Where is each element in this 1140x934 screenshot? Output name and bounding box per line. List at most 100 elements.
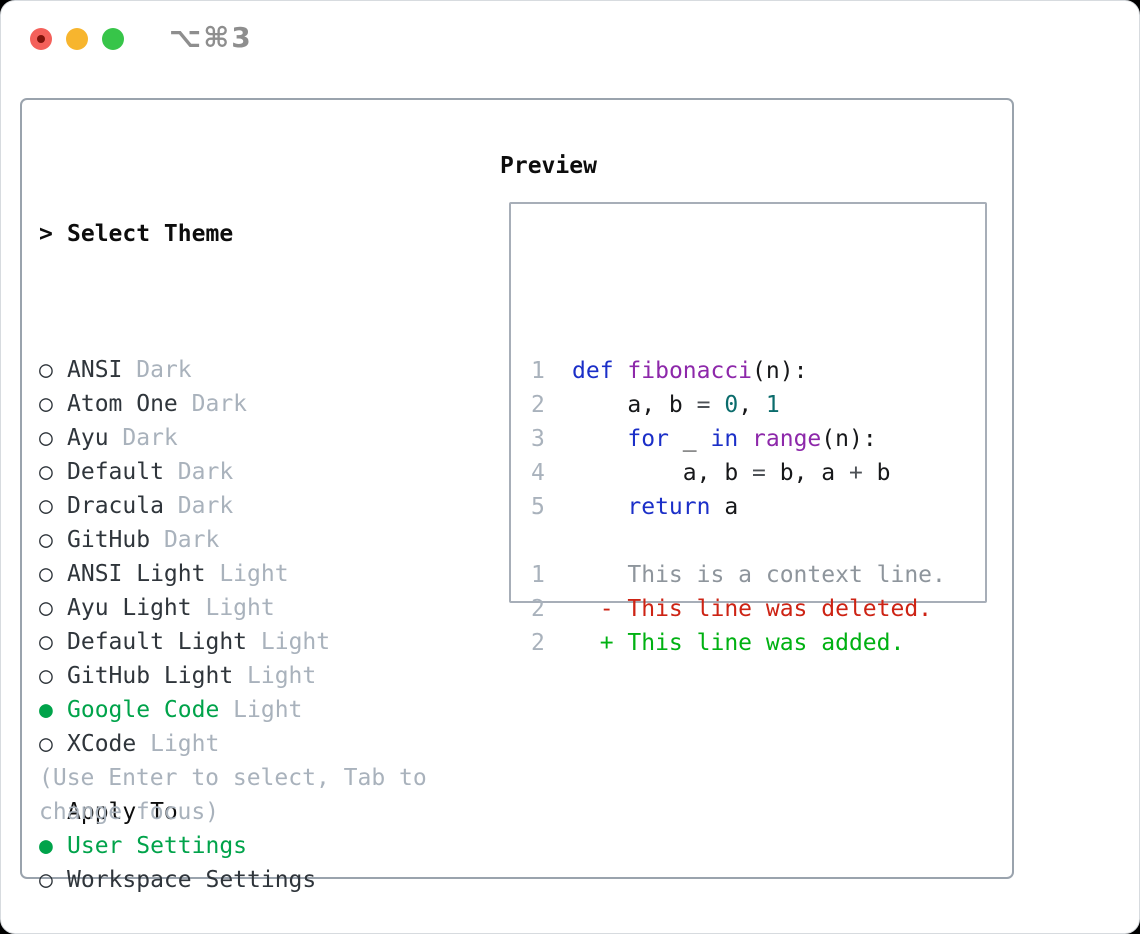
theme-option-ayu-light[interactable]: ○Ayu Light Light	[39, 591, 330, 625]
preview-line: 5 return a	[531, 490, 946, 524]
apply-option-user-settings[interactable]: ● User Settings	[39, 829, 330, 863]
theme-variant: Dark	[177, 493, 234, 519]
code-token-pl: a, b	[572, 392, 697, 418]
theme-name: GitHub	[67, 527, 164, 553]
apply-to-header: Apply To	[39, 795, 330, 829]
theme-name: Default	[67, 459, 178, 485]
radio-unselected-icon: ○	[39, 425, 53, 451]
radio-unselected-icon: ○	[39, 867, 53, 893]
preview-line: 2 + This line was added.	[531, 626, 946, 660]
theme-variant: Light	[150, 731, 220, 757]
code-token-pl: a	[710, 494, 739, 520]
code-token-op: =	[696, 392, 711, 418]
preview-line: 2 - This line was deleted.	[531, 592, 946, 626]
theme-variant: Dark	[177, 459, 234, 485]
code-token-pl: ,	[738, 392, 766, 418]
preview-line: 3 for _ in range(n):	[531, 422, 946, 456]
line-number: 1	[531, 562, 545, 588]
line-number: 2	[531, 596, 545, 622]
theme-name: GitHub Light	[67, 663, 248, 689]
theme-variant: Dark	[191, 391, 248, 417]
line-number: 3	[531, 426, 545, 452]
zoom-button[interactable]	[102, 28, 124, 50]
preview-line	[531, 320, 946, 354]
preview-label: Preview	[500, 153, 597, 179]
code-token-fn: fibonacci	[627, 358, 753, 384]
preview-line	[531, 524, 946, 558]
radio-unselected-icon: ○	[39, 561, 53, 587]
theme-option-google-code[interactable]: ● Google Code Light	[39, 693, 330, 727]
code-token-fn: range	[752, 426, 822, 452]
radio-unselected-icon: ○	[39, 391, 53, 417]
theme-option-github[interactable]: ○ GitHub Dark	[39, 523, 330, 557]
code-token-pl	[614, 358, 628, 384]
theme-option-ayu[interactable]: ○ Ayu Dark	[39, 421, 330, 455]
theme-option-ansi-light[interactable]: ○ANSI Light Light	[39, 557, 330, 591]
code-token-ctx: This is a context line.	[572, 562, 946, 588]
theme-variant: Light	[247, 663, 317, 689]
preview-line: 2 a, b = 0, 1	[531, 388, 946, 422]
theme-list: >Select Theme ○ANSI Dark○Atom One Dark○A…	[39, 149, 330, 897]
theme-name: ANSI	[67, 357, 137, 383]
prompt-icon: >	[39, 221, 53, 247]
theme-name: Atom One	[67, 391, 192, 417]
code-token-kw: return	[627, 494, 711, 520]
preview-line: 1 This is a context line.	[531, 558, 946, 592]
window-title: ⌥⌘3	[169, 21, 253, 54]
code-token-pl: (n):	[752, 358, 808, 384]
code-token-del: - This line was deleted.	[572, 596, 933, 622]
minimize-button[interactable]	[66, 28, 88, 50]
theme-option-default[interactable]: ○Default Dark	[39, 455, 330, 489]
radio-unselected-icon: ○	[39, 595, 53, 621]
code-token-pl	[572, 426, 627, 452]
code-token-pl: a, b	[572, 460, 753, 486]
apply-option-workspace-settings[interactable]: ○ Workspace Settings	[39, 863, 330, 897]
code-token-pl: b	[862, 460, 891, 486]
code-token-pl	[738, 426, 752, 452]
theme-variant: Dark	[163, 527, 220, 553]
theme-variant: Dark	[122, 425, 178, 451]
theme-option-default-light[interactable]: ○Default Light Light	[39, 625, 330, 659]
apply-option-label: User Settings	[67, 833, 248, 859]
code-token-op: =	[752, 460, 766, 486]
code-token-nu: 0	[724, 392, 739, 418]
theme-variant: Light	[219, 561, 289, 587]
radio-unselected-icon: ○	[39, 493, 53, 519]
apply-to-label: Apply To	[67, 799, 178, 825]
line-number: 2	[531, 630, 545, 656]
line-number: 5	[531, 494, 545, 520]
theme-variant: Light	[233, 697, 303, 723]
theme-picker-panel: >Select Theme ○ANSI Dark○Atom One Dark○A…	[20, 98, 1014, 893]
theme-name: Dracula	[67, 493, 178, 519]
select-theme-label: Select Theme	[67, 221, 234, 247]
theme-option-dracula[interactable]: ○ Dracula Dark	[39, 489, 330, 523]
theme-option-atom-one[interactable]: ○ Atom One Dark	[39, 387, 330, 421]
radio-unselected-icon: ○	[39, 663, 53, 689]
code-token-nu: 1	[765, 392, 780, 418]
radio-unselected-icon: ○	[39, 357, 53, 383]
code-token-add: + This line was added.	[572, 630, 905, 656]
theme-option-ansi[interactable]: ○ANSI Dark	[39, 353, 330, 387]
unsaved-indicator-dot	[37, 35, 45, 43]
apply-option-label: Workspace Settings	[67, 867, 317, 893]
code-token-pl: (n):	[821, 426, 877, 452]
code-token-kw: in	[710, 426, 739, 452]
theme-variant: Light	[205, 595, 275, 621]
radio-unselected-icon: ○	[39, 527, 53, 553]
select-theme-header: > Select Theme	[39, 217, 330, 251]
code-token-pl	[710, 392, 724, 418]
radio-selected-icon: ●	[39, 697, 53, 723]
theme-name: Ayu	[67, 425, 123, 451]
theme-name: XCode	[67, 731, 151, 757]
theme-option-github-light[interactable]: ○ GitHub Light Light	[39, 659, 330, 693]
line-number: 4	[531, 460, 545, 486]
close-button[interactable]	[30, 28, 52, 50]
radio-selected-icon: ●	[39, 833, 53, 859]
code-token-pl: _	[668, 426, 711, 452]
theme-option-xcode[interactable]: ○XCode Light	[39, 727, 330, 761]
theme-name: Google Code	[67, 697, 234, 723]
